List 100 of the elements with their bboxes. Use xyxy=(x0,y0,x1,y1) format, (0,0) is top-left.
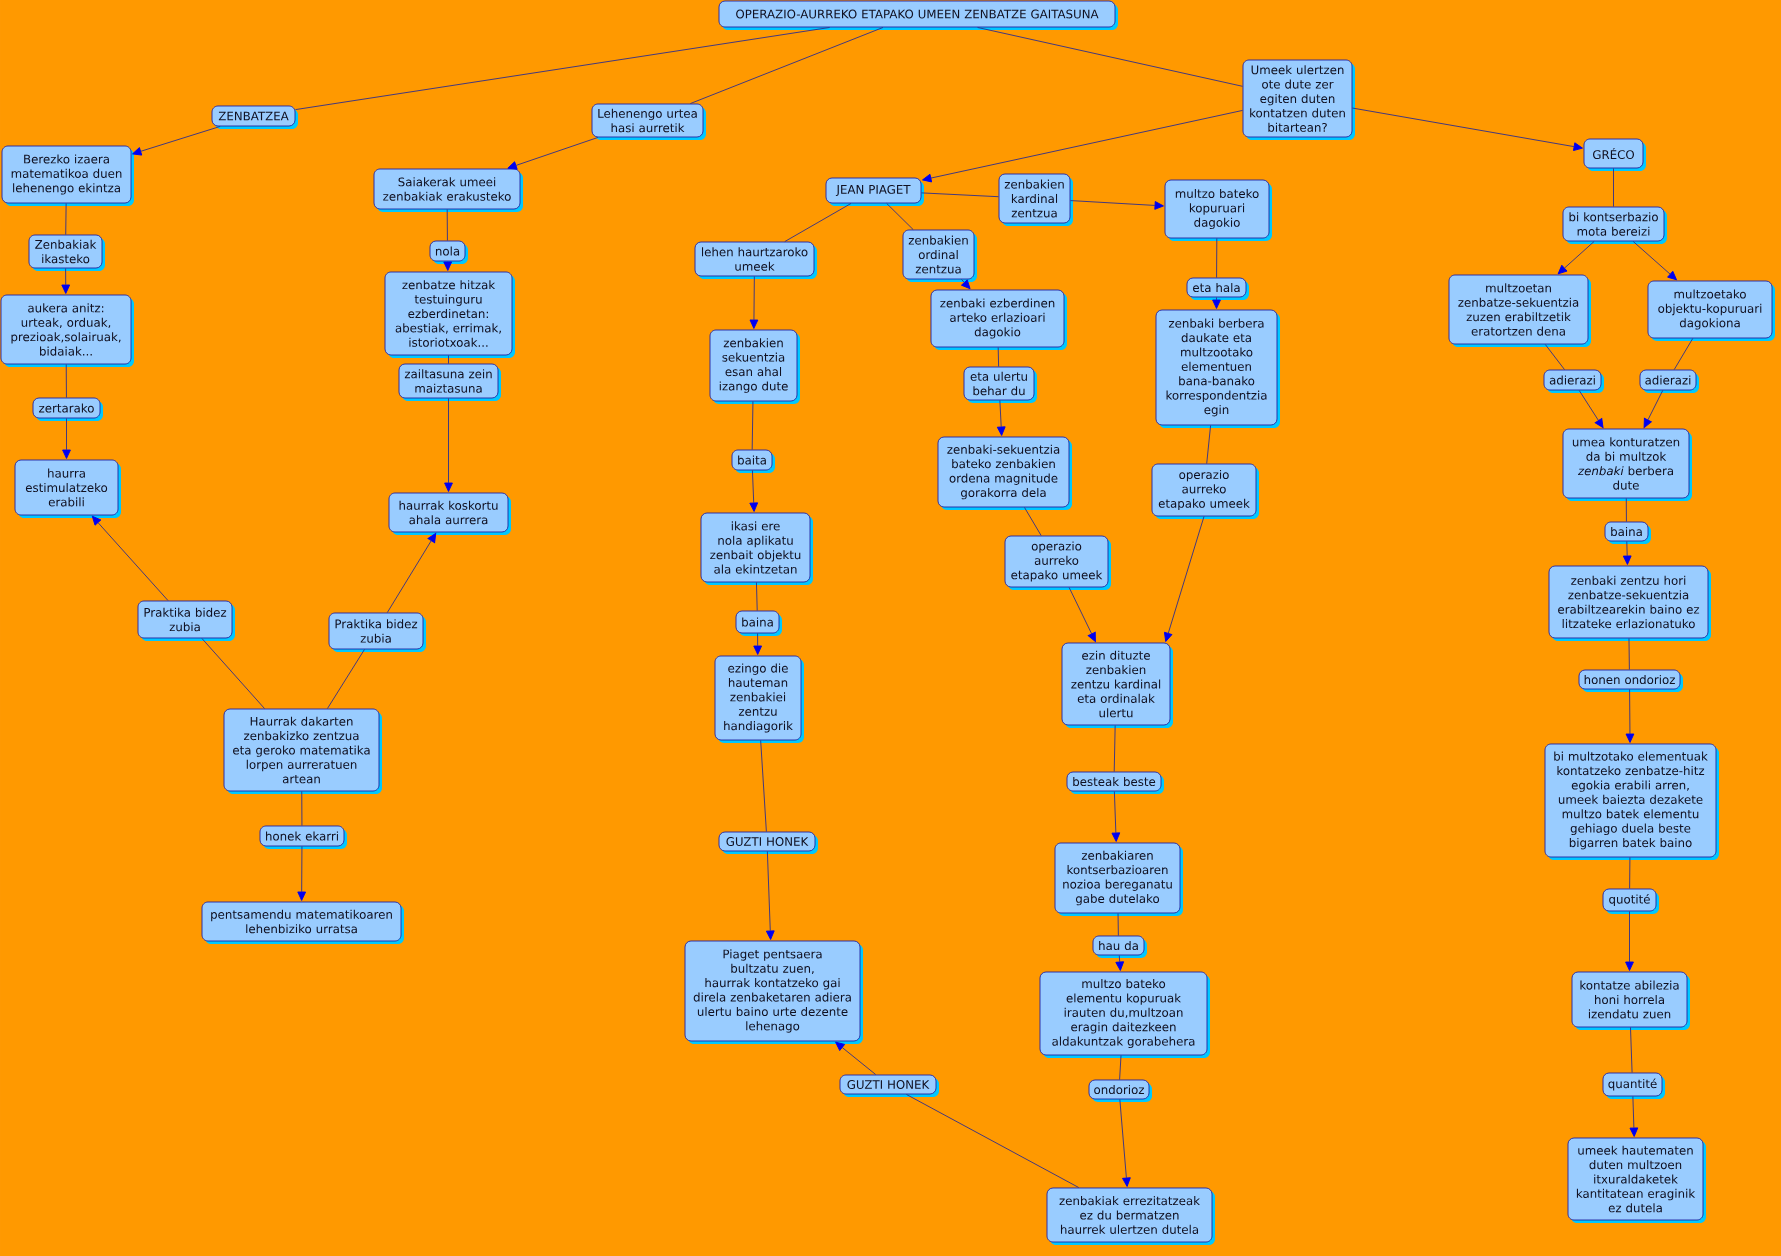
connector-line xyxy=(1613,168,1614,207)
concept-box: nola xyxy=(429,240,468,264)
arrow xyxy=(1632,241,1677,281)
concept-box: Praktika bidez zubia xyxy=(328,612,426,652)
connector-line xyxy=(1024,507,1042,536)
arrow xyxy=(996,400,1006,436)
connector-line xyxy=(201,638,265,709)
concept-box: multzo bateko elementu kopuruak irauten du,multzoan eragin daitezkeen aldakuntzak gorabehera xyxy=(1039,971,1210,1058)
concept-box: zenbaki ezberdinen arteko erlazioari dagokio xyxy=(930,289,1067,350)
arrow xyxy=(835,1041,877,1075)
concept-box: Zenbakiak ikasteko xyxy=(28,234,105,271)
concept-box: zenbatze hitzak testuinguru ezberdinetan: abestiak, errimak, istoriotxoak... xyxy=(384,271,515,358)
arrow xyxy=(1164,516,1205,642)
arrow xyxy=(132,126,221,156)
connector-line xyxy=(446,209,448,241)
arrow xyxy=(922,109,1243,183)
concept-box: GUZTI HONEK xyxy=(839,1074,939,1097)
arrow xyxy=(749,276,759,329)
concept-box: honen ondorioz xyxy=(1578,669,1683,692)
concept-box: umea konturatzen da bi multzok zenbaki berbera dute xyxy=(1562,428,1692,501)
concept-box: bi multzotako elementuak kontatzeko zenbatze-hitz egokia erabili arren, umeek baiezta dezakete multzo batek elementu gehiago duela beste bigarren batek baino xyxy=(1544,743,1719,860)
arrow xyxy=(62,418,71,459)
concept-box: zertarako xyxy=(32,397,103,421)
concept-box: zenbakien ordinal zentzua xyxy=(902,229,977,282)
concept-box: operazio aurreko etapako umeek xyxy=(1004,535,1111,590)
concept-box: Berezko izaera matematikoa duen lehenengo ekintza xyxy=(1,145,134,206)
concept-box: zenbakiak errezitatzeak ez du bermatzen haurrek ulertzen dutela xyxy=(1046,1187,1215,1245)
concept-box: besteak beste xyxy=(1066,771,1164,794)
concept-box: ondorioz xyxy=(1088,1079,1152,1102)
concept-box: aukera anitz: urteak, orduak, prezioak,solairuak, bidaiak... xyxy=(0,294,134,367)
arrow xyxy=(961,279,971,290)
connector-line xyxy=(921,192,999,198)
connector-line xyxy=(301,791,303,826)
connector-line xyxy=(760,740,767,832)
connector-line xyxy=(1630,1027,1633,1073)
arrow xyxy=(1111,791,1121,842)
connector-line xyxy=(1673,338,1694,370)
concept-box: Umeek ulertzen ote dute zer egiten duten kontatzen duten bitartean? xyxy=(1242,59,1355,140)
connector-line xyxy=(751,401,754,450)
connector-line xyxy=(1206,425,1212,464)
connector-line xyxy=(784,203,852,242)
arrow xyxy=(1119,1099,1131,1187)
connector-line xyxy=(1119,1055,1122,1080)
concept-box: zenbakien sekuentzia esan ahal izango dute xyxy=(709,329,800,404)
concept-box: quotité xyxy=(1602,888,1659,914)
concept-box: Praktika bidez zubia xyxy=(137,600,235,641)
concept-box: zenbaki berbera daukate eta multzootako elementuen bana-banako korrespondentzia egin xyxy=(1155,309,1280,428)
arrow xyxy=(1622,541,1632,565)
concept-box: haurra estimulatzeko erabili xyxy=(14,459,121,518)
connector-line xyxy=(977,27,1243,87)
connector-line xyxy=(448,355,449,364)
concept-box: baina xyxy=(735,610,782,636)
arrow xyxy=(61,268,71,294)
concept-box: ikasi ere nola aplikatu zenbait objektu ala ekintzetan xyxy=(700,512,813,585)
concept-box: bi kontserbazio mota bereizi xyxy=(1562,206,1667,244)
concept-box: Piaget pentsaera bultzatu zuen, haurrak kontatzeko gai direla zenbaketaren adiera ulertu baino urte dezente lehenago xyxy=(684,940,863,1044)
arrow xyxy=(1629,1096,1639,1137)
concept-box: honek ekarri xyxy=(259,825,347,849)
concept-box: kontatze abilezia honi horrela izendatu zuen xyxy=(1571,971,1690,1030)
concept-box: ezingo die hauteman zenbakiei zentzu handiagorik xyxy=(714,655,804,743)
arrow xyxy=(1578,390,1604,429)
connector-line xyxy=(1625,498,1627,522)
arrow xyxy=(386,532,437,613)
arrow xyxy=(297,846,307,901)
connector-line xyxy=(905,1094,1080,1188)
arrow xyxy=(1115,955,1125,971)
arrow xyxy=(753,633,763,655)
concept-box: umeek hautematen duten multzoen itxuraldaketek kantitatean eraginik ez dutela xyxy=(1567,1137,1706,1223)
concept-box: adierazi xyxy=(1543,369,1604,393)
connector-line xyxy=(1216,238,1218,278)
concept-box: multzoetan zenbatze-sekuentzia zuzen erabiltzetik eratortzen dena xyxy=(1448,274,1591,347)
connector-line xyxy=(1629,857,1631,889)
connector-line xyxy=(1544,344,1565,370)
concept-box: Lehenengo urtea hasi aurretik xyxy=(591,103,706,140)
concept-box: ezin dituzte zenbakien zentzu kardinal eta ordinalak ulertu xyxy=(1061,642,1173,728)
arrow xyxy=(1625,689,1635,743)
connector-line xyxy=(65,203,67,235)
connector-line xyxy=(689,27,884,104)
connector-line xyxy=(1117,913,1119,936)
concept-box: adierazi xyxy=(1639,369,1699,393)
arrow xyxy=(1070,200,1164,210)
connector-line xyxy=(1628,638,1630,670)
arrow xyxy=(443,261,453,271)
connector-line xyxy=(1113,725,1116,772)
concept-box: haurrak koskortu ahala aurrera xyxy=(388,492,511,535)
concept-box: operazio aurreko etapako umeek xyxy=(1151,463,1259,519)
arrow xyxy=(749,470,759,512)
arrow xyxy=(1643,390,1664,428)
concept-box: Haurrak dakarten zenbakizko zentzua eta geroko matematika lorpen aurreratuen artean xyxy=(223,708,382,794)
concept-box: GUZTI HONEK xyxy=(718,831,818,854)
concept-box: zenbakiaren kontserbazioaren nozioa bereganatu gabe dutelako xyxy=(1054,842,1183,916)
concept-box: multzo bateko kopuruari dagokio xyxy=(1164,179,1272,241)
arrow xyxy=(91,515,169,601)
arrow xyxy=(1068,587,1096,642)
concept-box: zenbaki-sekuentzia bateko zenbakien ordena magnitude gorakorra dela xyxy=(937,436,1072,510)
arrow xyxy=(507,137,599,170)
concept-box: multzoetako objektu-kopuruari dagokiona xyxy=(1647,280,1775,341)
concept-box: GRÉCO xyxy=(1583,138,1646,171)
concept-box: eta hala xyxy=(1186,277,1249,300)
connector-line xyxy=(65,364,67,398)
